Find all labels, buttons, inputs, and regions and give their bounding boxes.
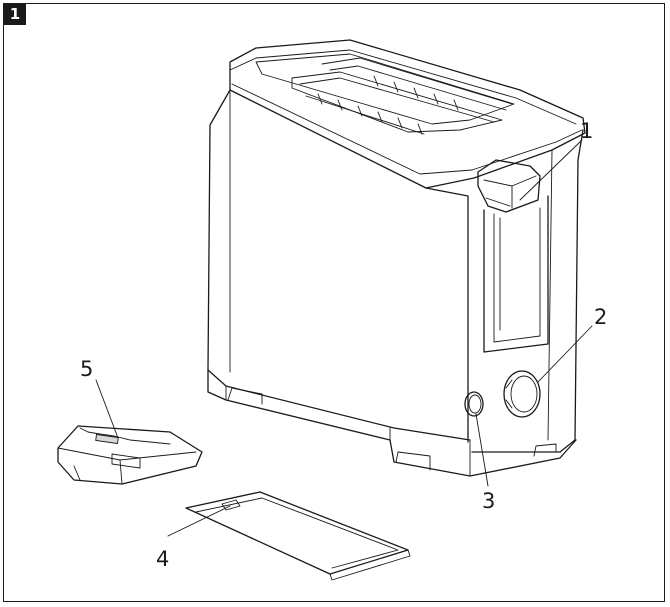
toaster-body <box>207 39 586 477</box>
browning-dial <box>503 370 541 418</box>
figure-frame <box>3 3 665 602</box>
callout-4: 4 <box>156 547 169 571</box>
leader-lines <box>95 139 593 537</box>
callout-1: 1 <box>580 119 593 143</box>
figure-number-badge: 1 <box>4 4 26 25</box>
callout-5: 5 <box>80 357 93 381</box>
cancel-button-part <box>464 391 484 417</box>
crumb-tray <box>185 491 411 581</box>
bun-warmer <box>57 425 203 485</box>
lever <box>477 159 549 353</box>
bread-slots <box>291 57 513 135</box>
callout-2: 2 <box>594 305 607 329</box>
callout-3: 3 <box>482 489 495 513</box>
